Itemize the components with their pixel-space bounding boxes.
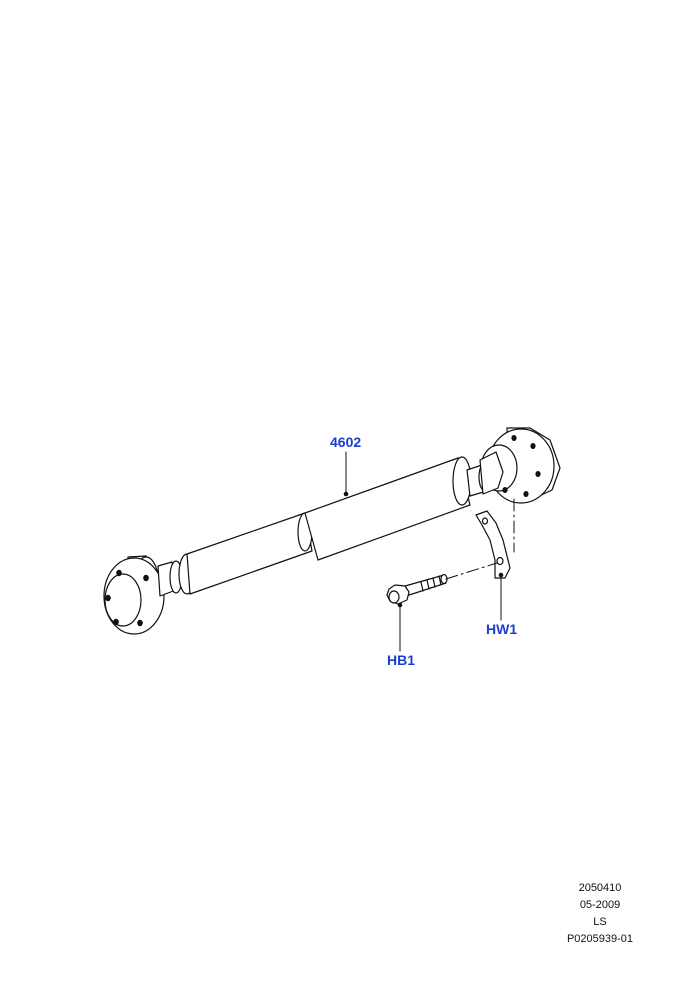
washer-plate xyxy=(475,510,511,579)
illustration-number: 2050410 xyxy=(578,882,622,894)
callout-dots xyxy=(343,491,504,608)
callout-hb1[interactable]: HB1 xyxy=(387,652,416,668)
rear-joint-cage xyxy=(479,451,504,495)
callout-4602[interactable]: 4602 xyxy=(330,434,362,450)
illustration-info-block: 2050410 05-2009 LS P0205939-01 xyxy=(555,880,645,948)
flange-bolt xyxy=(386,573,448,605)
callout-hw1[interactable]: HW1 xyxy=(486,621,518,637)
callout-leaders xyxy=(345,451,502,652)
assembly-alignment-lines xyxy=(445,498,515,580)
front-flange xyxy=(103,555,165,635)
model-code: LS xyxy=(593,916,607,928)
shaft-tube-front xyxy=(186,512,313,595)
shaft-tube-main xyxy=(304,456,472,561)
illustration-reference: P0205939-01 xyxy=(566,933,634,945)
illustration-date: 05-2009 xyxy=(579,899,621,911)
